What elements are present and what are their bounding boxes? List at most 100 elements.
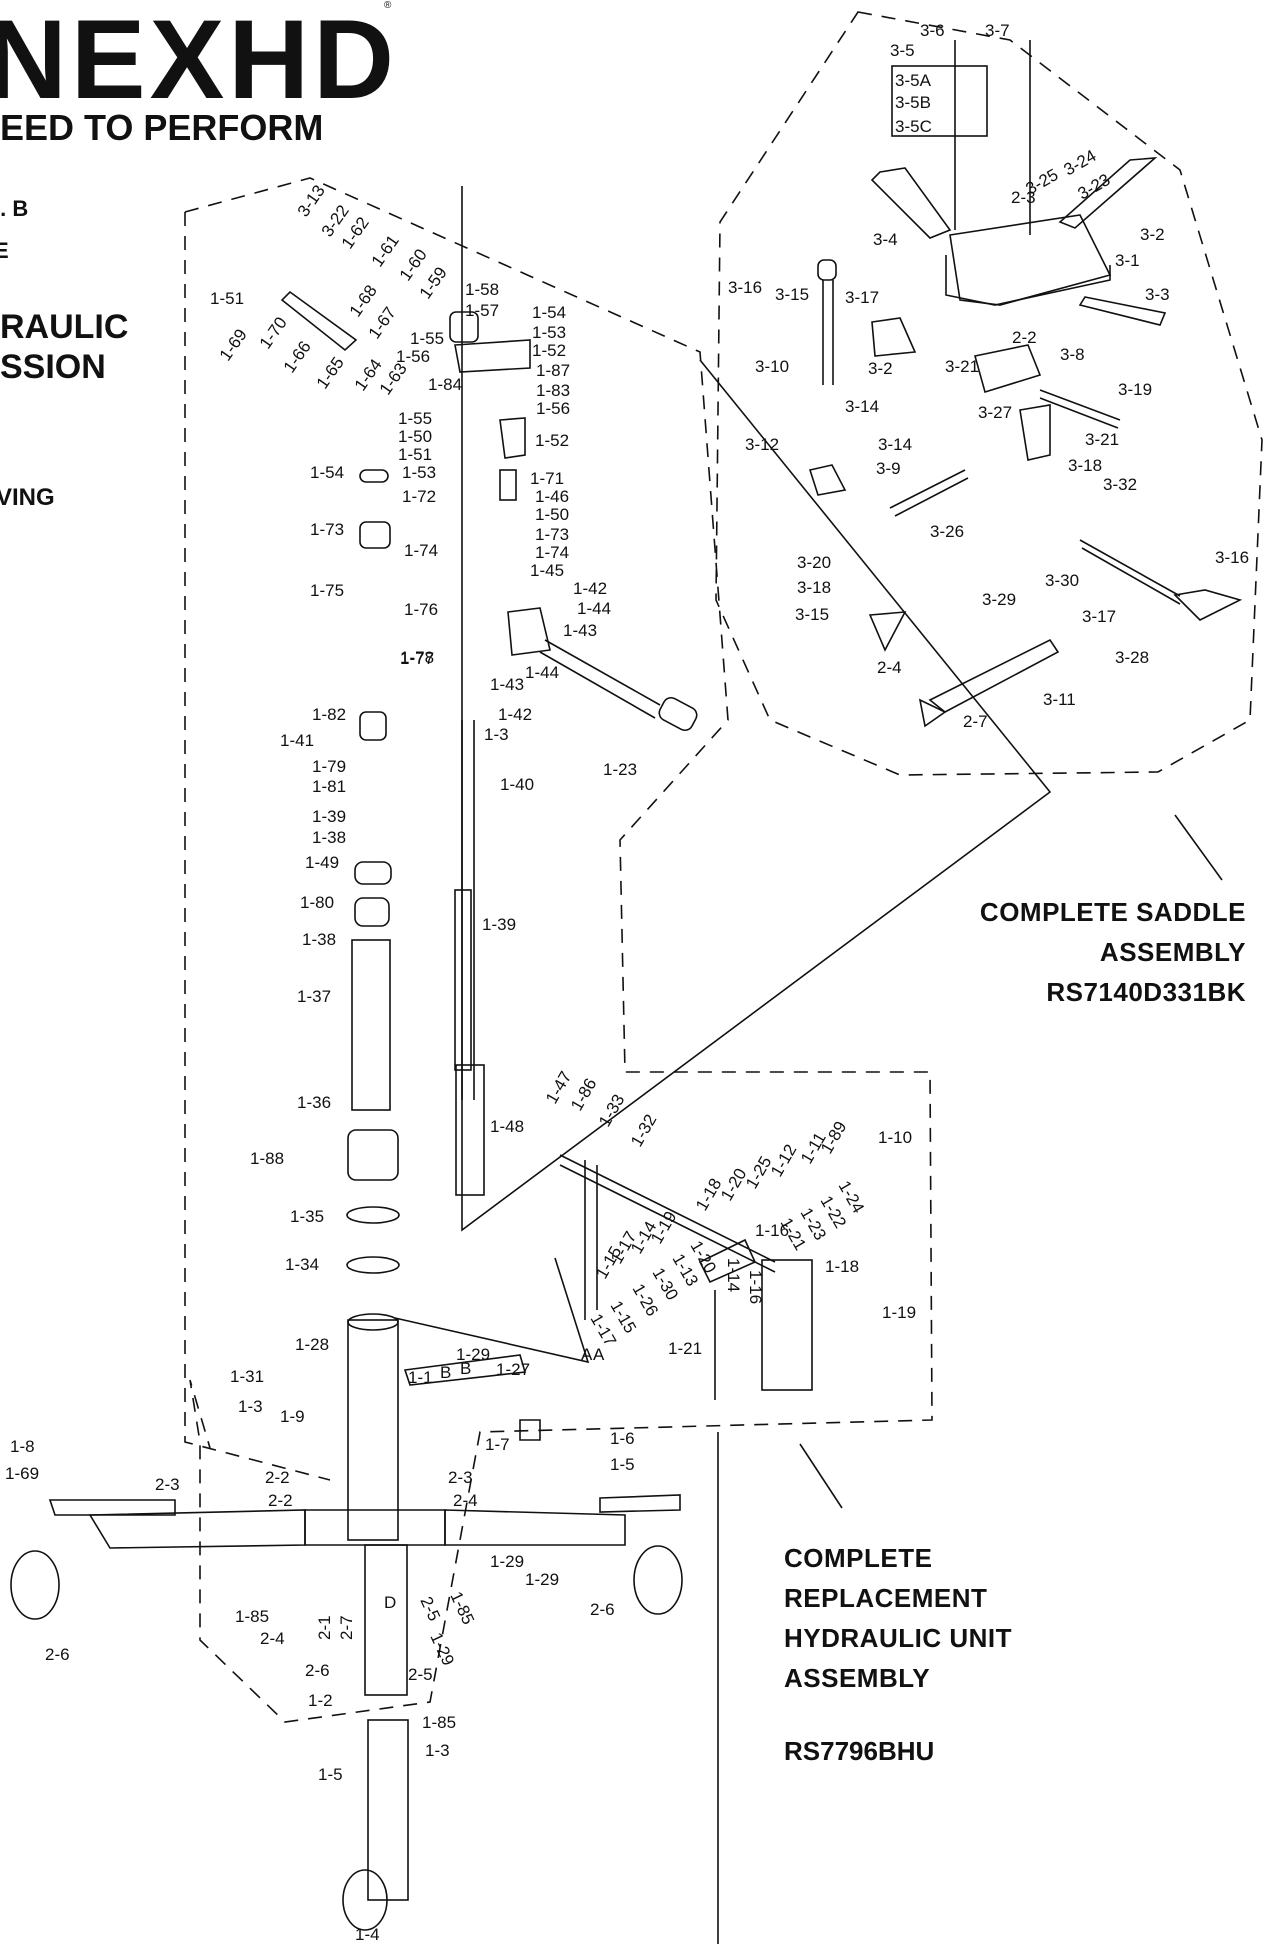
saddle-assembly <box>808 40 1243 728</box>
title-fragment-raulic: RAULIC <box>0 308 129 346</box>
reference-markers: 2-3 2-2 2-4 2-7 B A A B D <box>384 188 1037 1612</box>
callout-label: 3-17 <box>1082 607 1116 626</box>
callout-label: 2-3 <box>448 1468 473 1487</box>
callout-label: 1-29 <box>490 1552 524 1571</box>
saddle-title-line: COMPLETE SADDLE <box>979 897 1246 927</box>
callout-label: 1-56 <box>536 399 570 418</box>
callout-label: 3-2 <box>1140 225 1165 244</box>
callout-label: 1-29 <box>456 1345 490 1364</box>
marker-d: A <box>593 1345 605 1364</box>
callout-label: 1-4 <box>355 1925 380 1944</box>
callout-label: 1-54 <box>532 303 566 322</box>
callout-label: 1-49 <box>305 853 339 872</box>
callout-label: 1-42 <box>573 579 607 598</box>
callout-label: 3-2 <box>868 359 893 378</box>
callout-label: 3-17 <box>845 288 879 307</box>
callout-label: 2-1 <box>315 1615 334 1640</box>
callout-label: 1-53 <box>532 323 566 342</box>
callout-label: 1-5 <box>318 1765 343 1784</box>
brand-logo: NEXHD <box>0 0 399 122</box>
callout-label: 1-29 <box>426 1630 458 1669</box>
callout-label: 3-11 <box>1043 690 1076 709</box>
callout-label: 1-48 <box>490 1117 524 1136</box>
callout-label: 1-39 <box>312 807 346 826</box>
callout-label: 1-14 <box>724 1258 743 1292</box>
revision-fragment: /. B <box>0 196 29 221</box>
callout-label: 1-72 <box>402 487 436 506</box>
callout-label: 1-53 <box>402 463 436 482</box>
callout-label: 1-29 <box>525 1570 559 1589</box>
callout-label: 1-16 <box>755 1221 789 1240</box>
callout-label: 2-2 <box>265 1468 290 1487</box>
hydraulic-part-number: RS7796BHU <box>784 1736 935 1766</box>
callout-label: 1-83 <box>536 381 570 400</box>
callout-label: 1-43 <box>490 675 524 694</box>
callout-label: 3-21 <box>945 357 979 376</box>
callout-label: 1-87 <box>536 361 570 380</box>
callout-label: 1-7 <box>485 1435 510 1454</box>
callout-label: 3-16 <box>728 278 762 297</box>
hydraulic-title-line: COMPLETE <box>784 1543 933 1573</box>
callout-label: 1-37 <box>297 987 331 1006</box>
callout-label: 1-85 <box>235 1607 269 1626</box>
callout-label: 1-55 <box>410 329 444 348</box>
callout-label: 2-3 <box>155 1475 180 1494</box>
callout-label: 1-18 <box>825 1257 859 1276</box>
callout-label: 2-2 <box>268 1491 293 1510</box>
callout-label: 3-32 <box>1103 475 1137 494</box>
callout-label: 3-5A <box>895 71 932 90</box>
marker-b: 2-3 <box>1011 188 1036 207</box>
callout-label: 3-7 <box>985 21 1010 40</box>
marker-b: 2-7 <box>963 712 988 731</box>
marker-a: 2-2 <box>1012 328 1037 347</box>
callout-label: 1-61 <box>368 232 403 271</box>
callout-label: 1-21 <box>668 1339 702 1358</box>
callout-label: 2-4 <box>260 1629 285 1648</box>
brand-tagline: EED TO PERFORM <box>0 107 324 148</box>
callout-label: 1-42 <box>498 705 532 724</box>
callout-label: 3-9 <box>876 459 901 478</box>
callout-label: 1-38 <box>302 930 336 949</box>
hydraulic-title-line: ASSEMBLY <box>784 1663 931 1693</box>
hydraulic-title-line: REPLACEMENT <box>784 1583 988 1613</box>
callout-label: 1-39 <box>482 915 516 934</box>
callout-label: 3-29 <box>982 590 1016 609</box>
callout-label: 2-6 <box>305 1661 330 1680</box>
callout-label: 2-5 <box>416 1594 444 1624</box>
marker-c: D <box>384 1593 396 1612</box>
callout-label: 3-28 <box>1115 648 1149 667</box>
callout-label: 3-20 <box>797 553 831 572</box>
saddle-title-line: ASSEMBLY <box>1099 937 1246 967</box>
saddle-assembly-title: COMPLETE SADDLE ASSEMBLY RS7140D331BK <box>980 892 1246 1012</box>
callout-label: 1-58 <box>465 280 499 299</box>
callout-label: 1-34 <box>285 1255 319 1274</box>
callout-label: 1-76 <box>404 600 438 619</box>
callout-label: 1-88 <box>250 1149 284 1168</box>
hydraulic-dashed-boundary <box>184 177 933 1723</box>
callout-label: 3-6 <box>920 21 945 40</box>
callout-label: 1-74 <box>535 543 569 562</box>
callout-label: 1-1 <box>408 1368 433 1387</box>
callout-label: 1-50 <box>398 427 432 446</box>
callout-label: 3-19 <box>1118 380 1152 399</box>
callout-label: 1-52 <box>535 431 569 450</box>
callout-label: 3-14 <box>845 397 879 416</box>
callout-label: 3-21 <box>1085 430 1119 449</box>
callout-label: 1-54 <box>310 463 344 482</box>
callout-label: 1-56 <box>396 347 430 366</box>
callout-label: 1-44 <box>577 599 611 618</box>
callout-label: 3-15 <box>795 605 829 624</box>
callout-label: 1-51 <box>210 289 244 308</box>
registered-mark: ® <box>384 0 392 11</box>
callout-label: 1-38 <box>312 828 346 847</box>
saddle-part-number: RS7140D331BK <box>1046 977 1246 1007</box>
callout-label: 3-26 <box>930 522 964 541</box>
text-fragment-e: E <box>0 238 9 263</box>
hydraulic-title-line: HYDRAULIC UNIT <box>784 1623 1012 1653</box>
callout-label: 3-27 <box>978 403 1012 422</box>
callout-label: 3-5C <box>895 117 932 136</box>
hydraulic-column <box>280 290 698 1541</box>
callout-label: 3-16 <box>1215 548 1249 567</box>
hydraulic-unit-assembly <box>559 1154 813 1400</box>
callout-labels: 3-6 3-7 3-5 3-5A 3-5B 3-5C 3-24 3-25 3-2… <box>5 21 1249 1944</box>
